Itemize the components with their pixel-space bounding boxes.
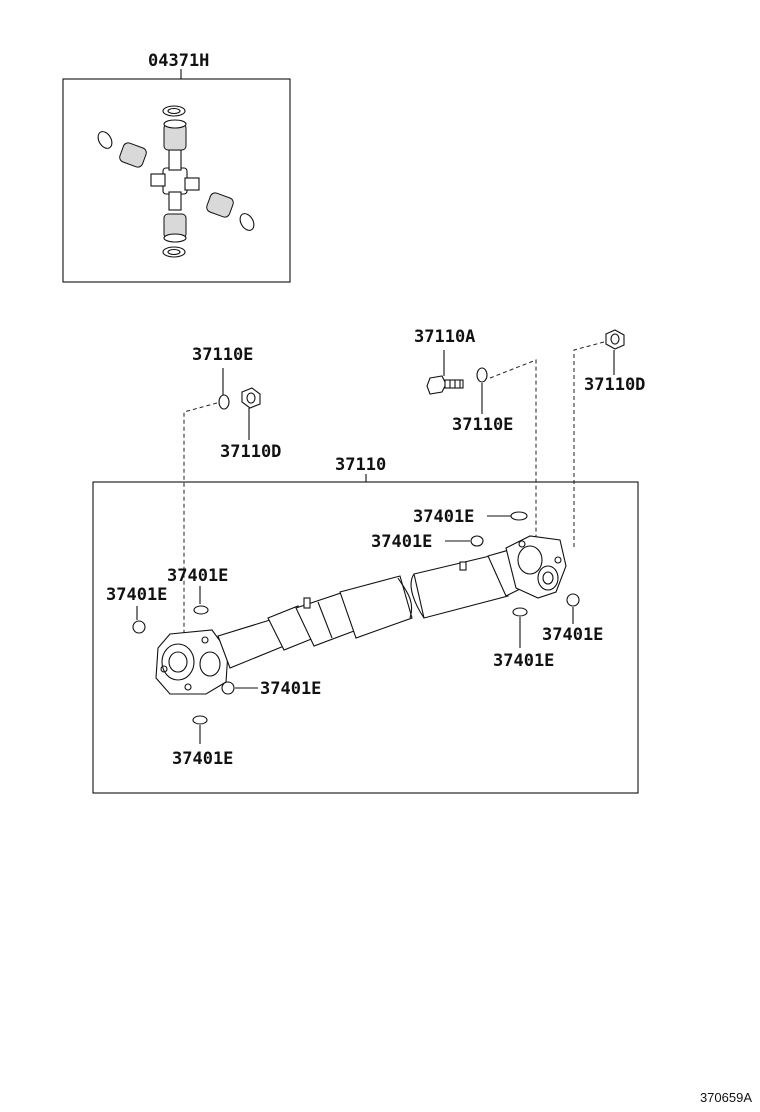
bearing-cup-icon [119, 119, 234, 243]
washer-icon [218, 394, 230, 410]
shaft-assy-box [92, 481, 639, 794]
snap-ring-callout-2: 37401E [371, 532, 484, 552]
snap-ring-callout-1: 37401E [413, 507, 528, 527]
nut-left-label[interactable]: 37110D [220, 442, 281, 462]
shaft-assy-label[interactable]: 37110 [335, 455, 386, 475]
kit-label[interactable]: 04371H [148, 51, 209, 71]
snap-ring-label[interactable]: 37401E [542, 625, 603, 645]
nut-icon [605, 329, 625, 350]
bolt-group: 37110A [414, 327, 475, 395]
propeller-shaft-icon [155, 535, 567, 695]
spider-icon [150, 149, 200, 211]
nut-right-label[interactable]: 37110D [584, 375, 645, 395]
diagram-id: 370659A [700, 1090, 752, 1105]
snap-ring-icon [470, 535, 484, 547]
snap-ring-callout-3: 37401E [167, 566, 228, 615]
snap-ring-label[interactable]: 37401E [413, 507, 474, 527]
snap-ring-label[interactable]: 37401E [493, 651, 554, 671]
snap-ring-icon [193, 605, 209, 615]
snap-ring-callout-4: 37401E [106, 585, 167, 634]
washer-icon [476, 367, 488, 383]
washer-right-group: 37110E [452, 367, 513, 435]
snap-ring-callout-6: 37401E [172, 715, 233, 769]
snap-ring-icon [221, 681, 235, 695]
snap-ring-icon [510, 511, 528, 521]
washer-left-group: 37110E [192, 345, 253, 410]
washer-right-label[interactable]: 37110E [452, 415, 513, 435]
snap-ring-callout-5: 37401E [221, 679, 321, 699]
snap-ring-icon [97, 105, 255, 258]
snap-ring-label[interactable]: 37401E [172, 749, 233, 769]
nut-right-group: 37110D [584, 329, 645, 395]
snap-ring-icon [566, 593, 580, 607]
kit-group: 04371H [62, 51, 291, 283]
snap-ring-label[interactable]: 37401E [106, 585, 167, 605]
snap-ring-icon [192, 715, 208, 725]
snap-ring-icon [132, 620, 146, 634]
snap-ring-label[interactable]: 37401E [167, 566, 228, 586]
nut-icon [241, 387, 261, 409]
bolt-label[interactable]: 37110A [414, 327, 475, 347]
snap-ring-label[interactable]: 37401E [371, 532, 432, 552]
snap-ring-callout-8: 37401E [493, 607, 554, 671]
nut-left-group: 37110D [220, 387, 281, 462]
bolt-icon [426, 375, 464, 395]
washer-left-label[interactable]: 37110E [192, 345, 253, 365]
snap-ring-label[interactable]: 37401E [260, 679, 321, 699]
snap-ring-callout-7: 37401E [542, 593, 603, 645]
snap-ring-icon [512, 607, 528, 617]
kit-box [62, 78, 291, 283]
shaft-assy-group: 37110 [92, 455, 639, 794]
